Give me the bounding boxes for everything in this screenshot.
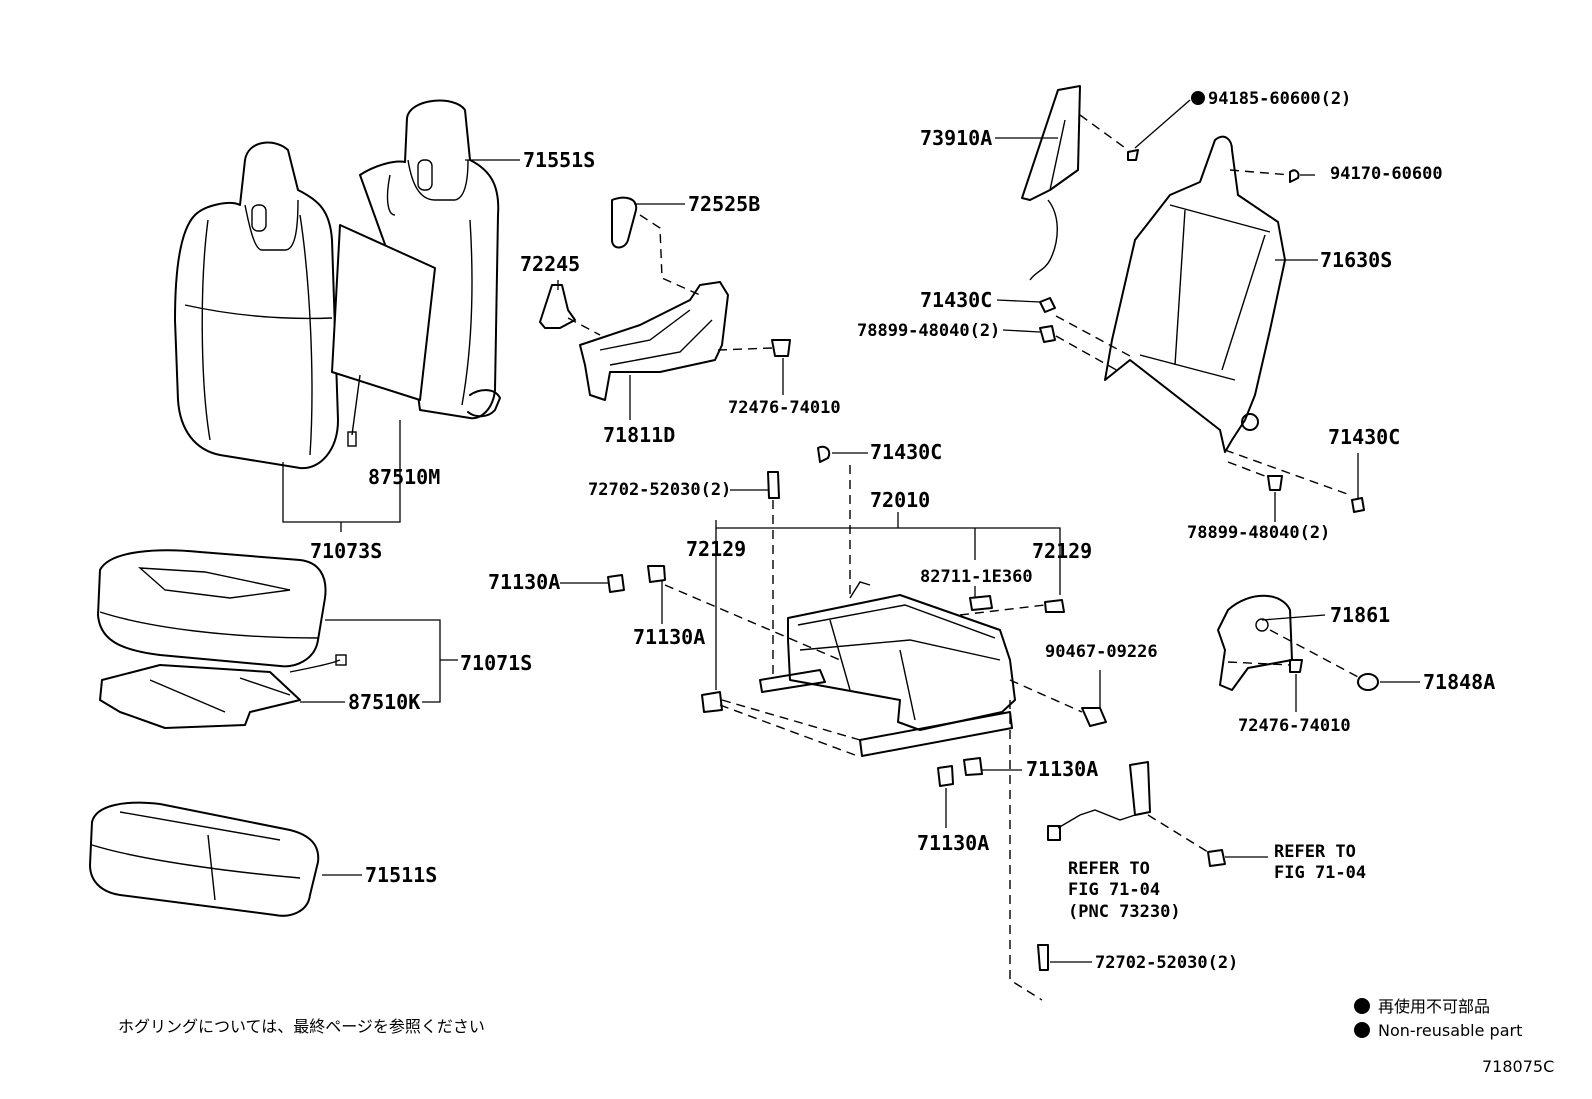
label-72702-52030-b[interactable]: 72702-52030(2) <box>1095 953 1238 973</box>
label-71073s[interactable]: 71073S <box>310 539 382 563</box>
cushion-heater-mat-drawing <box>99 654 347 729</box>
label-71430c-c[interactable]: 71430C <box>1328 425 1400 449</box>
seat-adjuster-drawing <box>607 445 1107 787</box>
label-71130a-c[interactable]: 71130A <box>1026 757 1098 781</box>
label-87510m[interactable]: 87510M <box>368 465 440 489</box>
seat-back-cover-drawing <box>174 141 339 470</box>
ref-label-2-line-1[interactable]: REFER TO <box>1274 842 1356 862</box>
seat-back-cover-71551s-drawing <box>331 99 501 447</box>
label-72702-52030-a[interactable]: 72702-52030(2) <box>588 480 731 500</box>
label-72525b[interactable]: 72525B <box>688 192 760 216</box>
side-shield-drawing <box>1217 594 1379 691</box>
ref-label-line-2[interactable]: FIG 71-04 <box>1068 880 1160 900</box>
label-71848a[interactable]: 71848A <box>1423 670 1495 694</box>
legend-jp: 再使用不可部品 <box>1378 997 1490 1016</box>
legend-marker-icon <box>1354 1022 1370 1038</box>
legend-en: Non-reusable part <box>1378 1021 1522 1040</box>
label-71071s[interactable]: 71071S <box>460 651 532 675</box>
ref-label-line-1[interactable]: REFER TO <box>1068 859 1150 879</box>
non-reusable-marker-icon <box>1191 91 1205 105</box>
label-71130a-d[interactable]: 71130A <box>917 831 989 855</box>
label-71511s[interactable]: 71511S <box>365 863 437 887</box>
label-73910a[interactable]: 73910A <box>920 126 992 150</box>
diagram-code: 718075C <box>1482 1057 1554 1076</box>
label-72129-b[interactable]: 72129 <box>1032 539 1092 563</box>
label-71430c-a[interactable]: 71430C <box>920 288 992 312</box>
ref-label-2-line-2[interactable]: FIG 71-04 <box>1274 863 1366 883</box>
label-82711-1e360[interactable]: 82711-1E360 <box>920 567 1033 587</box>
seat-back-frame-drawing <box>1021 85 1365 513</box>
label-71130a-a[interactable]: 71130A <box>488 570 560 594</box>
label-72129-a[interactable]: 72129 <box>686 537 746 561</box>
legend-marker-icon <box>1354 998 1370 1014</box>
seat-cushion-cover-drawing <box>97 549 327 668</box>
seat-belt-buckle-drawing <box>1047 761 1226 867</box>
label-71630s[interactable]: 71630S <box>1320 248 1392 272</box>
seat-cushion-pad-drawing <box>89 801 320 917</box>
label-71551s[interactable]: 71551S <box>523 148 595 172</box>
label-94185-60600[interactable]: 94185-60600(2) <box>1208 89 1351 109</box>
label-78899-48040-b[interactable]: 78899-48040(2) <box>1187 523 1330 543</box>
label-72010[interactable]: 72010 <box>870 488 930 512</box>
label-71811d[interactable]: 71811D <box>603 423 675 447</box>
hog-ring-note: ホグリングについては、最終ページを参照ください <box>118 1017 485 1036</box>
label-87510k[interactable]: 87510K <box>348 690 420 714</box>
label-78899-48040-a[interactable]: 78899-48040(2) <box>857 321 1000 341</box>
label-72245[interactable]: 72245 <box>520 252 580 276</box>
recliner-cover-drawing <box>539 196 791 401</box>
label-72476-74010-b[interactable]: 72476-74010 <box>1238 716 1351 736</box>
label-71430c-b[interactable]: 71430C <box>870 440 942 464</box>
label-71861[interactable]: 71861 <box>1330 603 1390 627</box>
label-72476-74010-a[interactable]: 72476-74010 <box>728 398 841 418</box>
label-94170-60600[interactable]: 94170-60600 <box>1330 164 1443 184</box>
label-71130a-b[interactable]: 71130A <box>633 625 705 649</box>
ref-label-line-3[interactable]: (PNC 73230) <box>1068 902 1181 922</box>
label-90467-09226[interactable]: 90467-09226 <box>1045 642 1158 662</box>
